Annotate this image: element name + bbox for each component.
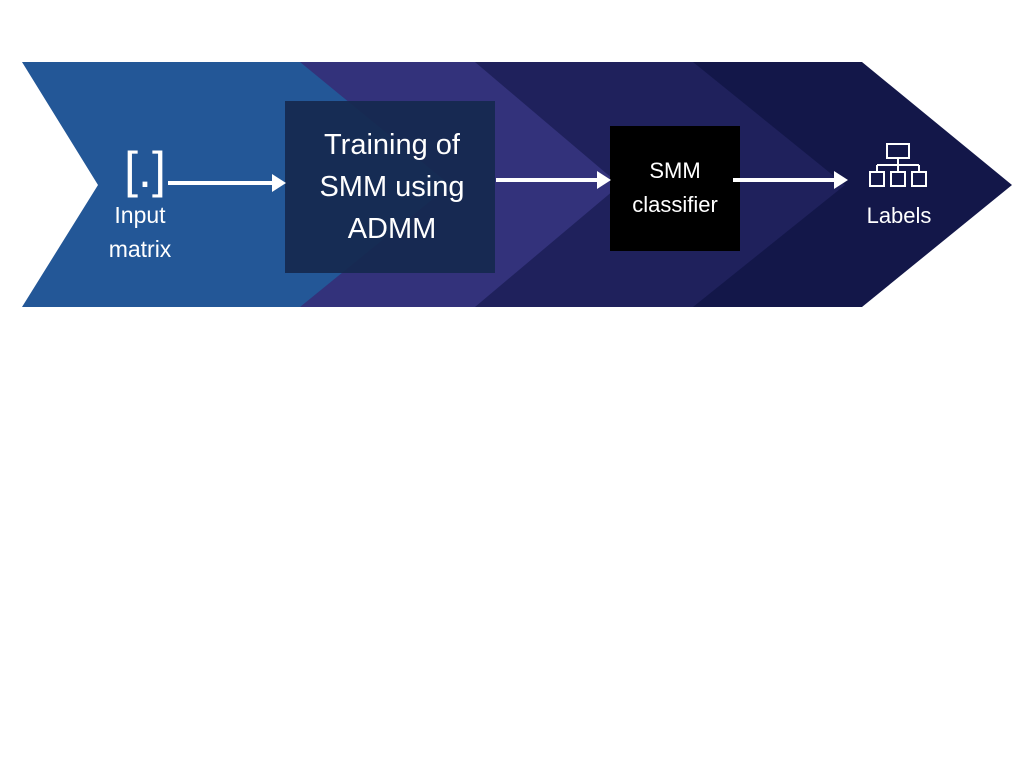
smm-classifier-box <box>610 126 740 251</box>
arrow-classifier-to-labels <box>733 171 848 189</box>
arrow-input-to-training <box>168 174 286 192</box>
training-label: Training of SMM using ADMM <box>319 129 465 245</box>
input-matrix-label: Input matrix <box>108 202 172 262</box>
arrow-training-to-classifier <box>496 171 611 189</box>
labels-label: Labels <box>866 203 932 228</box>
smm-classifier-label: SMM classifier <box>632 158 718 217</box>
training-box <box>285 101 495 273</box>
bracket-matrix-icon: [.] <box>124 142 166 198</box>
stage4-chevron <box>690 62 1012 307</box>
hierarchy-icon <box>869 143 927 187</box>
